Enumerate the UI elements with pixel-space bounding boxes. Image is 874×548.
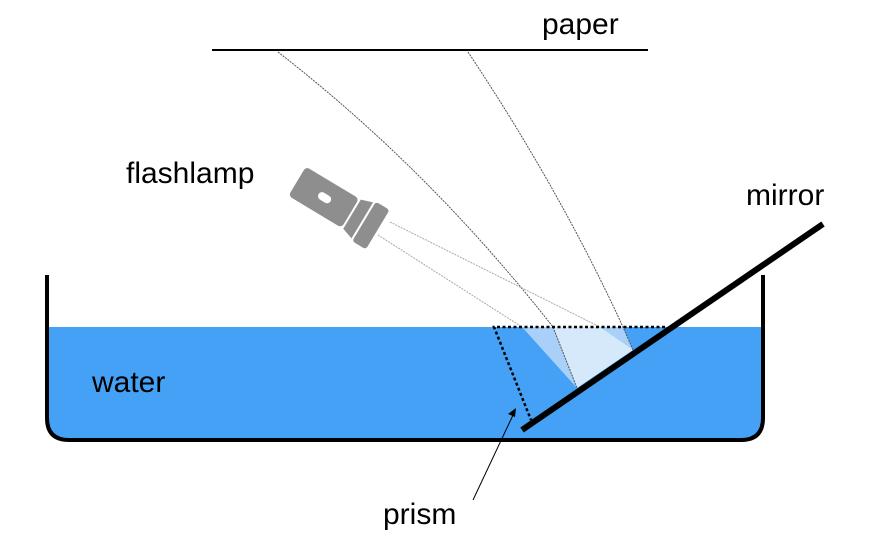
prism-outline bbox=[492, 325, 665, 421]
label-mirror: mirror bbox=[746, 179, 825, 212]
beam-region-light bbox=[553, 327, 633, 388]
label-water: water bbox=[92, 366, 166, 399]
beam-region-edge bbox=[600, 327, 633, 350]
ray-reflected-right bbox=[467, 51, 634, 351]
flashlight-icon bbox=[289, 168, 389, 249]
mirror bbox=[520, 221, 825, 433]
label-prism: prism bbox=[383, 498, 457, 531]
arrow-head bbox=[508, 408, 516, 417]
tank bbox=[45, 275, 765, 442]
ray-incident-lower bbox=[377, 234, 523, 328]
ray-incident-upper bbox=[389, 221, 601, 328]
label-flashlamp: flashlamp bbox=[126, 157, 255, 190]
label-paper: paper bbox=[542, 8, 619, 41]
ray-reflected-left bbox=[277, 51, 578, 389]
beam-region-dark bbox=[522, 327, 577, 388]
prism-pointer-arrow bbox=[472, 412, 515, 501]
